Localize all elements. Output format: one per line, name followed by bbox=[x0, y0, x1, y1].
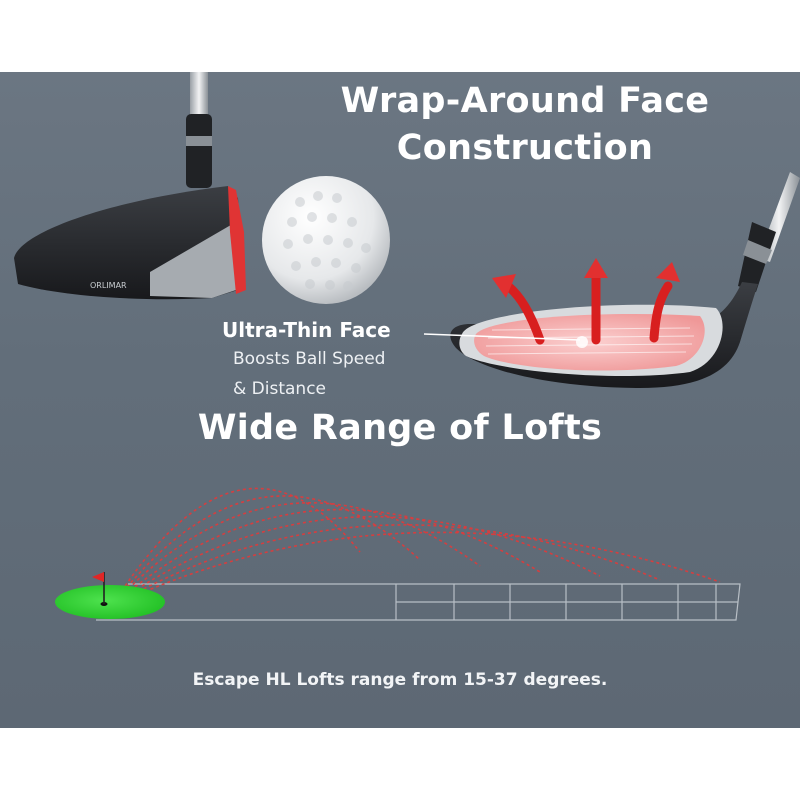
golf-club-face-illustration bbox=[423, 172, 800, 388]
headline-face: Wrap-Around Face Construction bbox=[340, 81, 710, 168]
golf-ball-icon bbox=[262, 176, 390, 304]
face-callout-title: Ultra-Thin Face bbox=[222, 318, 391, 342]
arrow-up-icon bbox=[503, 273, 673, 345]
ball-trajectories bbox=[111, 487, 721, 607]
loft-grid bbox=[96, 583, 741, 621]
golf-club-icon: ORLIMAR bbox=[14, 72, 246, 300]
caption: Escape HL Lofts range from 15-37 degrees… bbox=[192, 670, 608, 690]
headline-lofts: Wide Range of Lofts bbox=[197, 408, 603, 448]
illustration: ORLIMAR bbox=[14, 72, 800, 621]
face-callout-description: Boosts Ball Speed & Distance bbox=[233, 349, 386, 399]
club-logo-text: ORLIMAR bbox=[90, 281, 127, 290]
flag-icon bbox=[55, 572, 165, 619]
infographic-panel: ORLIMAR bbox=[0, 72, 800, 728]
